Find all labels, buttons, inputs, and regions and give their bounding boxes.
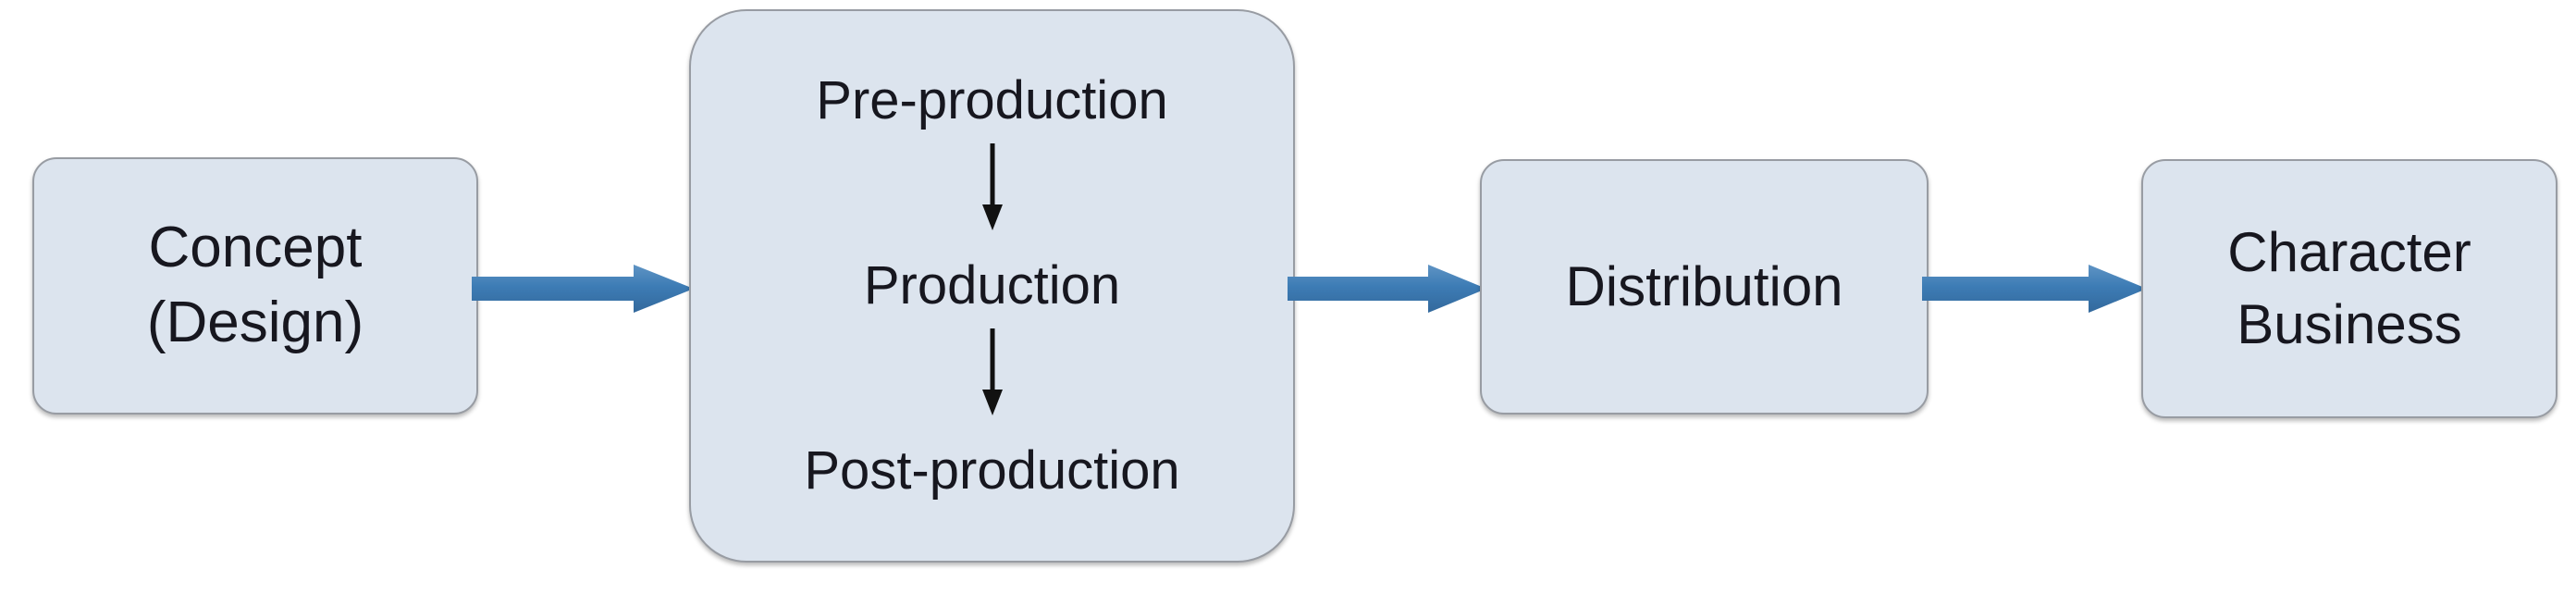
- connector-concept-to-production: [472, 265, 694, 313]
- node-character-business[interactable]: Character Business: [2141, 159, 2558, 418]
- down-arrow-icon: [980, 328, 1005, 430]
- node-concept-line-2: (Design): [146, 291, 364, 354]
- node-character-line-2: Business: [2237, 293, 2462, 355]
- node-distribution[interactable]: Distribution: [1480, 159, 1929, 415]
- stage-production: Production: [863, 255, 1121, 316]
- connector-distribution-to-character: [1922, 265, 2147, 313]
- stage-post-production: Post-production: [804, 439, 1180, 501]
- right-arrow-icon: [1922, 265, 2147, 313]
- node-distribution-label: Distribution: [1565, 255, 1843, 317]
- node-concept-line-1: Concept: [148, 216, 363, 280]
- node-character-line-1: Character: [2227, 221, 2471, 283]
- right-arrow-icon: [472, 265, 694, 313]
- connector-production-to-distribution: [1288, 265, 1486, 313]
- node-concept[interactable]: Concept (Design): [32, 157, 478, 415]
- production-stage-stack: Pre-production Production Post-productio…: [691, 71, 1293, 500]
- down-arrow-icon: [980, 143, 1005, 245]
- node-production[interactable]: Pre-production Production Post-productio…: [689, 9, 1295, 563]
- stage-pre-production: Pre-production: [816, 70, 1168, 131]
- right-arrow-icon: [1288, 265, 1486, 313]
